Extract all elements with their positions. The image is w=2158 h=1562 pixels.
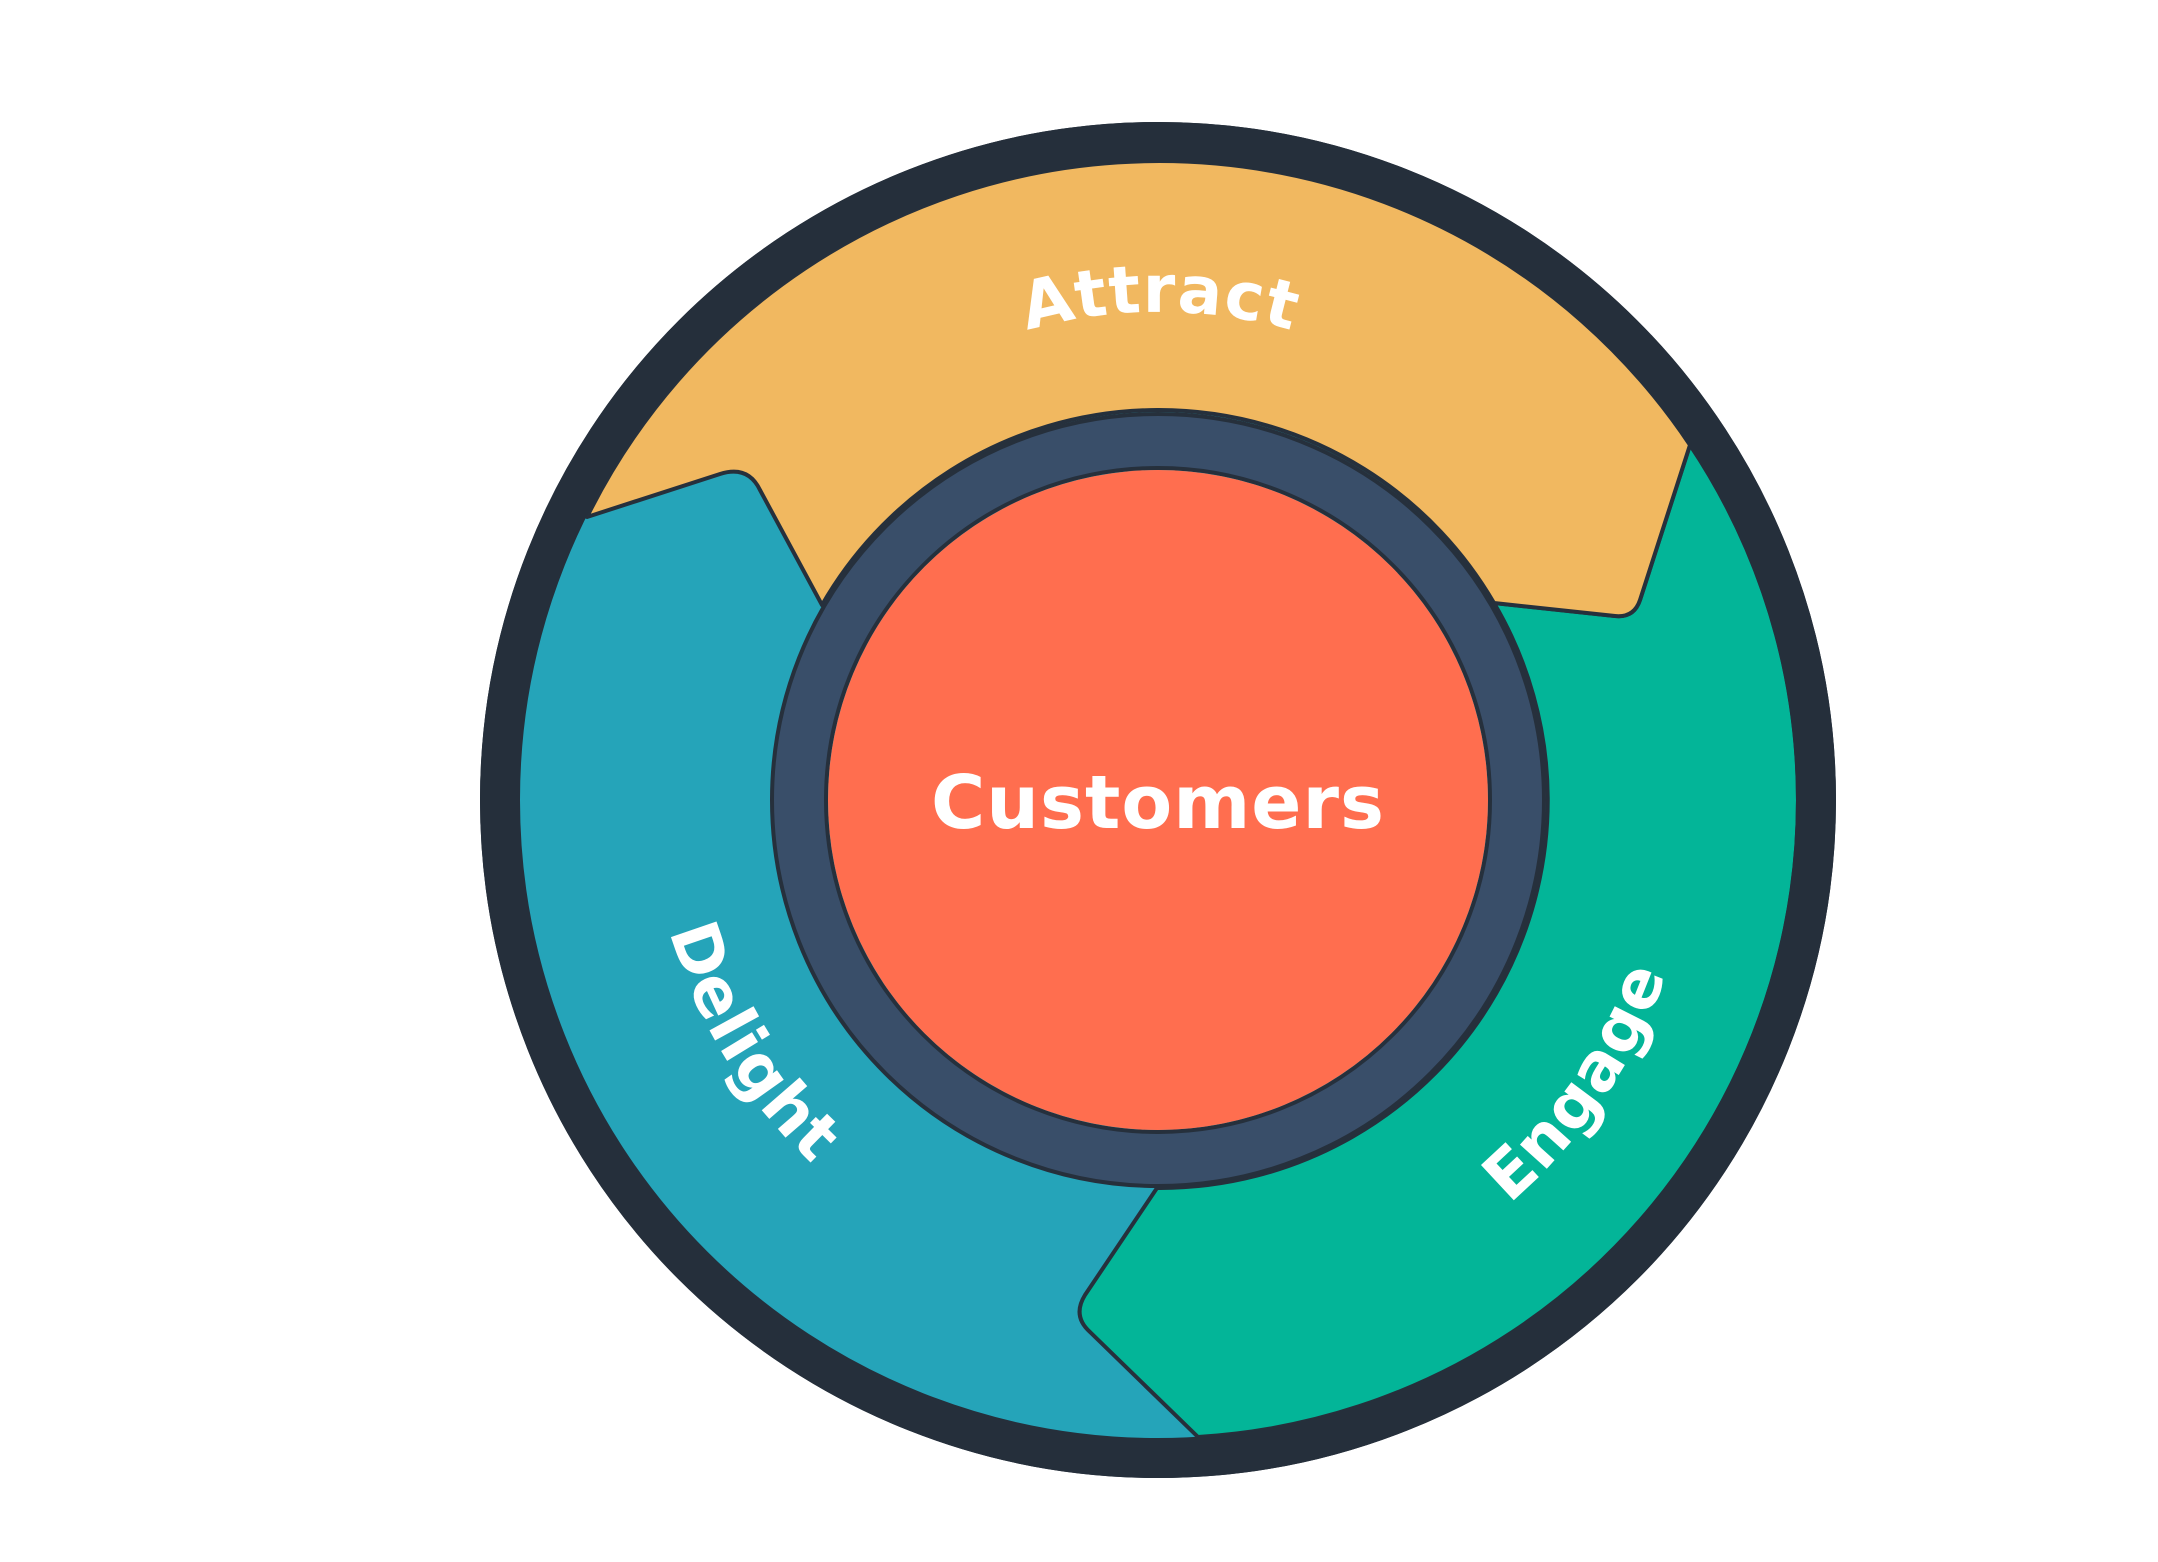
hub-ring-inner-edge: [824, 466, 1492, 1134]
outer-ring-overlay: [480, 122, 1836, 1478]
center-circle[interactable]: [828, 470, 1488, 1130]
center-label: Customers: [931, 760, 1385, 846]
hub-ring-outer-edge: [770, 412, 1546, 1188]
hub-ring: [772, 414, 1544, 1186]
